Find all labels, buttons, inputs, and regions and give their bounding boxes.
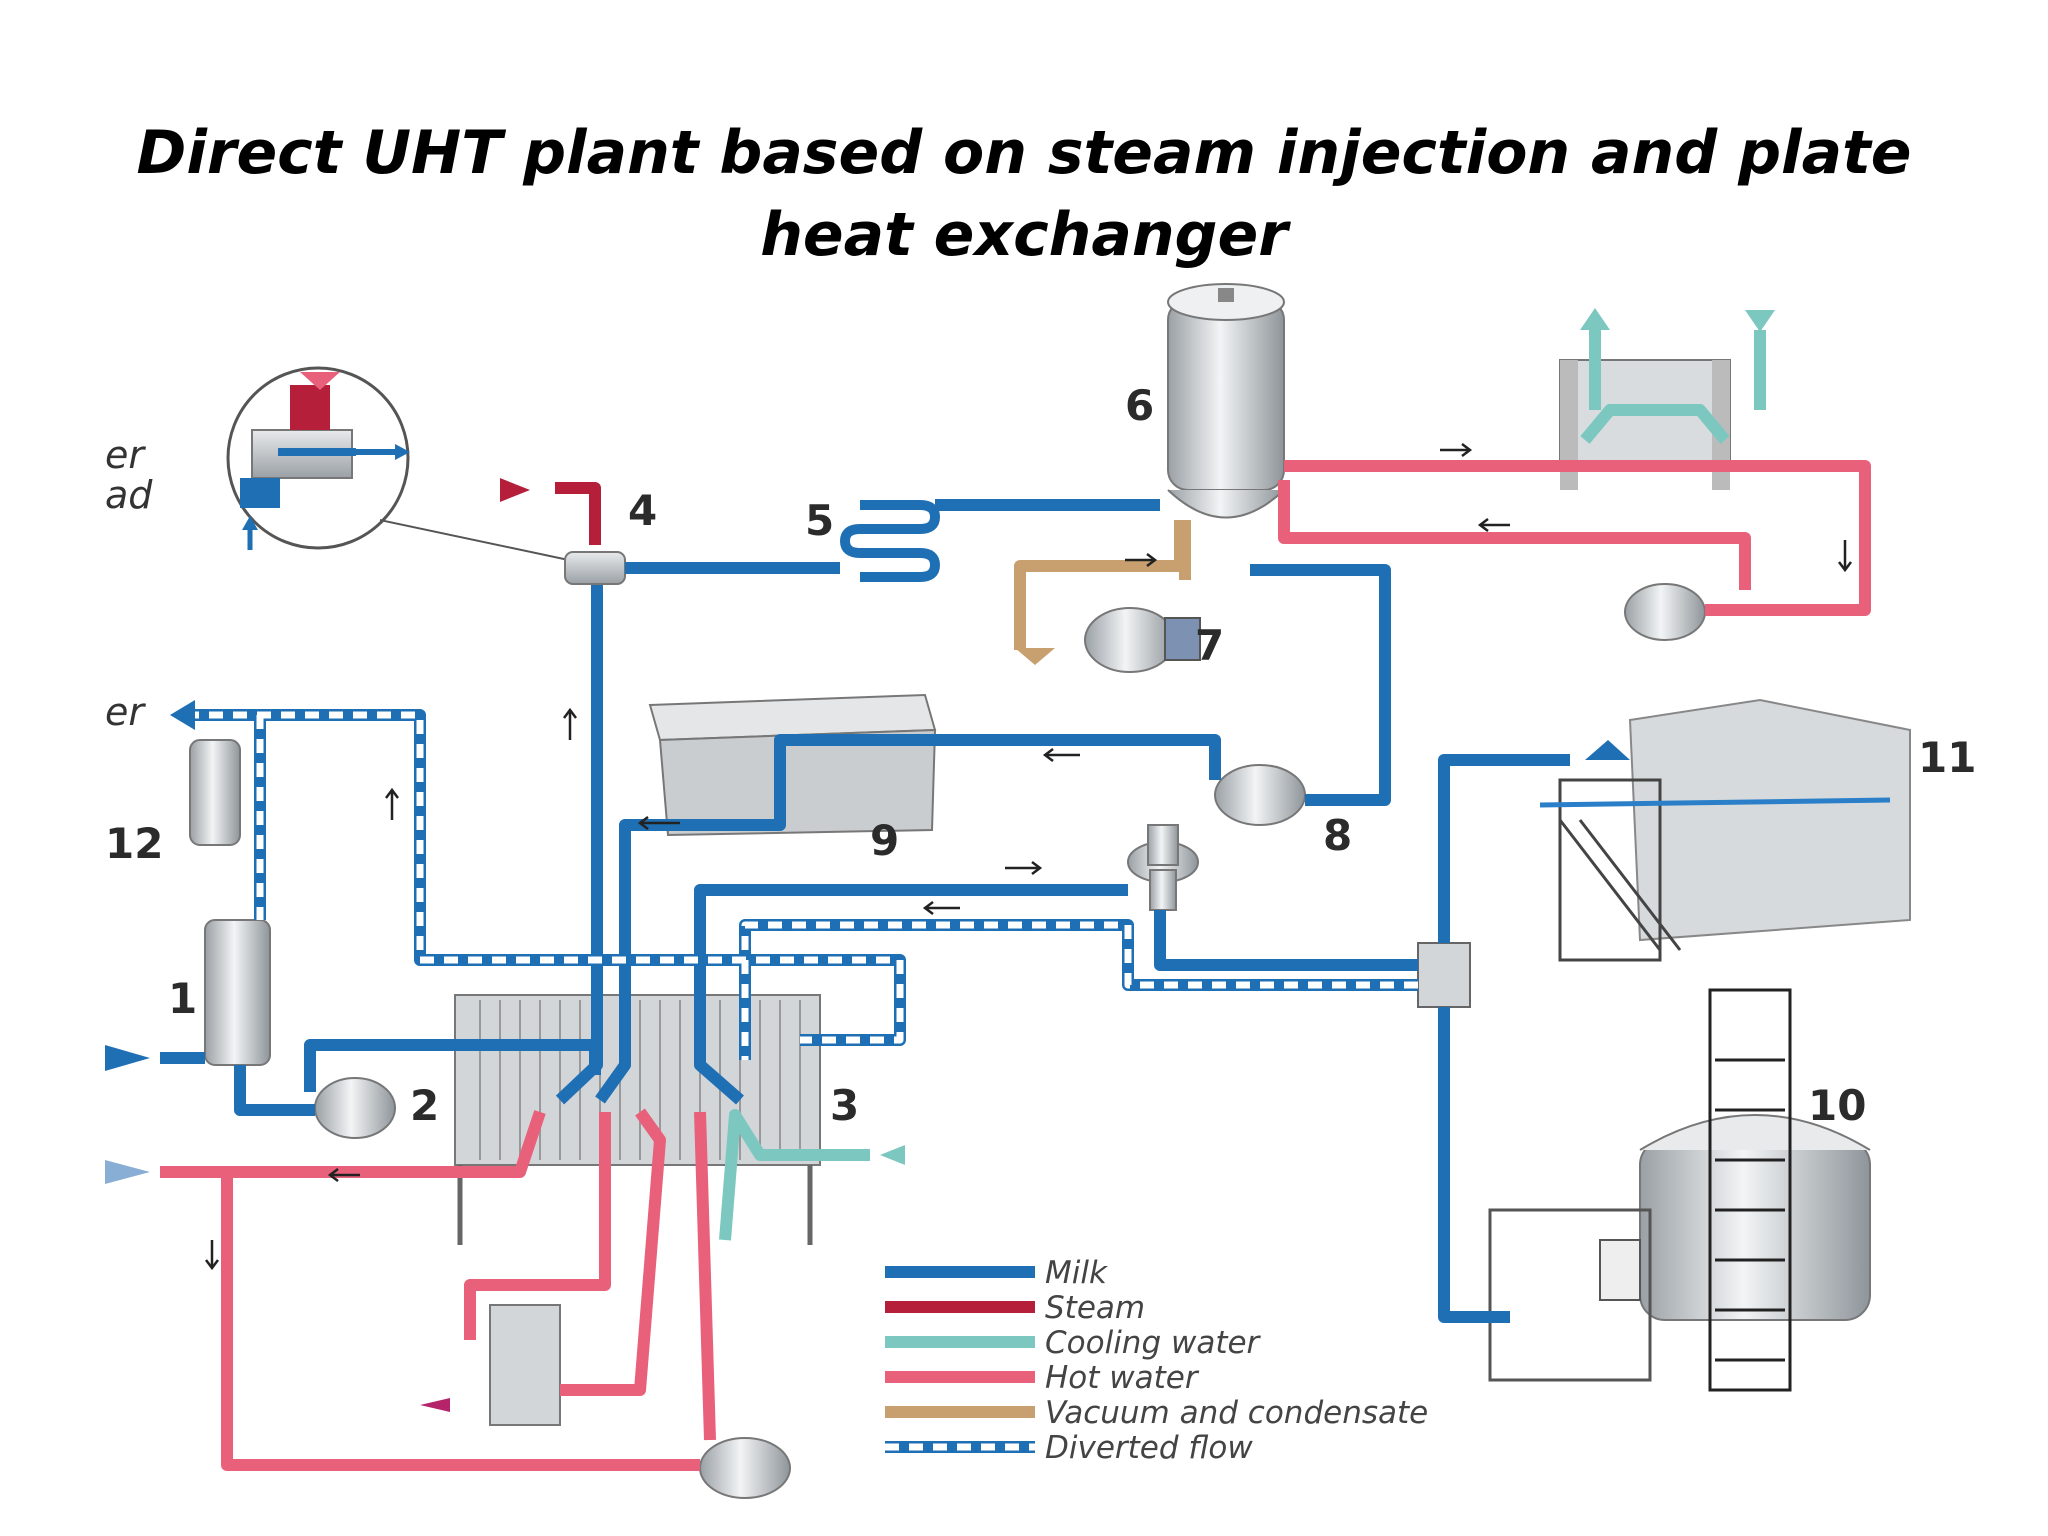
legend-steam: Steam — [885, 1290, 1145, 1326]
title-line-1: Direct UHT plant based on steam injectio… — [136, 118, 1912, 188]
balance-tank-1 — [204, 919, 271, 1066]
title-line-2: heat exchanger — [760, 200, 1288, 270]
label-10: 10 — [1808, 1081, 1866, 1130]
pump-top-right — [1624, 583, 1706, 641]
label-4: 4 — [628, 486, 657, 535]
legend-vacuum: Vacuum and condensate — [885, 1395, 1428, 1431]
back-pressure-valve — [1127, 824, 1199, 911]
label-8: 8 — [1323, 811, 1352, 860]
steam-injector-detail — [226, 366, 579, 563]
page-title: Direct UHT plant based on steam injectio… — [0, 112, 2048, 276]
direction-arrows — [205, 443, 1852, 1271]
label-1: 1 — [168, 974, 197, 1023]
label-6: 6 — [1125, 381, 1154, 430]
pump-8 — [1214, 764, 1306, 826]
legend-diverted-flow: Diverted flow — [885, 1430, 1253, 1466]
legend-label-milk: Milk — [1045, 1255, 1108, 1291]
legend: Milk Steam Cooling water Hot water Vacuu… — [885, 1255, 1428, 1466]
cropped-text-a: er — [105, 433, 146, 477]
label-7: 7 — [1195, 621, 1224, 670]
vacuum-vessel-6 — [1167, 283, 1285, 519]
legend-cooling-water: Cooling water — [885, 1325, 1262, 1361]
legend-label-diverted-flow: Diverted flow — [1045, 1430, 1253, 1466]
legend-label-cooling-water: Cooling water — [1045, 1325, 1262, 1361]
steam-injector-4 — [564, 551, 626, 585]
label-12: 12 — [105, 819, 163, 868]
label-3: 3 — [830, 1081, 859, 1130]
legend-label-vacuum: Vacuum and condensate — [1045, 1395, 1428, 1431]
label-2: 2 — [410, 1081, 439, 1130]
cropped-text-c: er — [105, 690, 146, 734]
legend-label-steam: Steam — [1045, 1290, 1145, 1326]
pump-hot-water — [699, 1437, 791, 1499]
label-11: 11 — [1918, 733, 1976, 782]
legend-hot-water: Hot water — [885, 1360, 1200, 1396]
hot-water-exchanger — [489, 1304, 561, 1426]
aseptic-tank-10 — [1488, 988, 1871, 1392]
legend-label-hot-water: Hot water — [1045, 1360, 1200, 1396]
filling-machine-11 — [1539, 698, 1911, 962]
main-plate-heat-exchanger — [454, 994, 821, 1245]
vacuum-pump-7 — [1084, 607, 1201, 673]
flow-arrows — [105, 308, 1775, 1412]
divert-valve — [1417, 942, 1471, 1008]
label-9: 9 — [870, 816, 899, 865]
label-5: 5 — [805, 496, 834, 545]
pump-2 — [314, 1077, 396, 1139]
holding-tank-9 — [648, 693, 937, 837]
holding-tube-5 — [839, 500, 941, 582]
tank-12 — [189, 739, 241, 846]
cropped-text-b: ad — [105, 473, 153, 517]
legend-milk: Milk — [885, 1255, 1108, 1291]
pipes — [160, 330, 1871, 1471]
